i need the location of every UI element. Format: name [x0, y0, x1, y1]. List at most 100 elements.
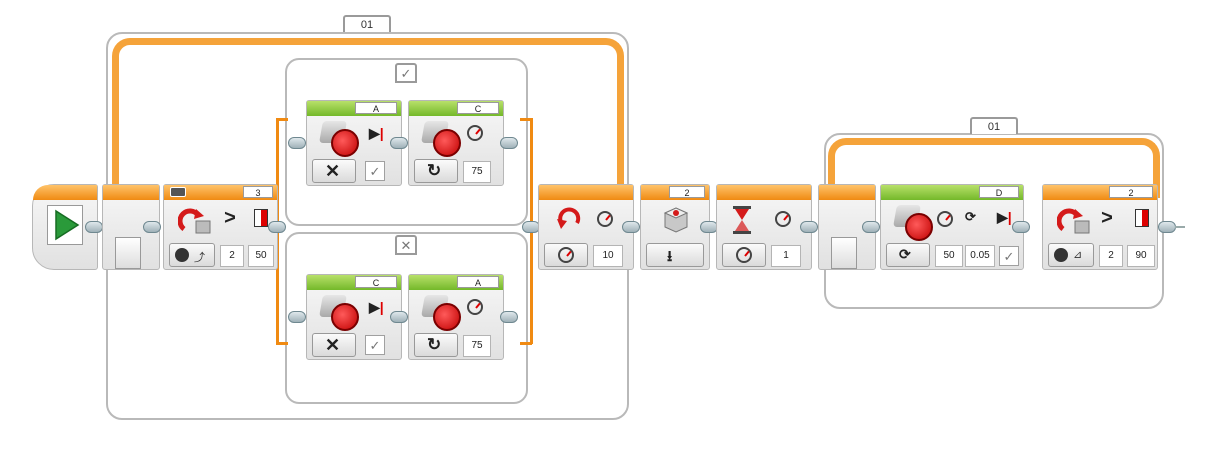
gyro-threshold-value[interactable]: 50 — [248, 245, 274, 267]
start-block[interactable] — [32, 184, 98, 270]
gyro-wait2-out-plug[interactable] — [1158, 221, 1176, 233]
off-mode-icon: ✕ — [325, 161, 341, 181]
true-motor2-power[interactable]: 75 — [463, 161, 491, 183]
switch-rail-right-top — [520, 118, 532, 121]
rate-mode-icon — [1054, 248, 1068, 262]
false-out-plug[interactable] — [500, 311, 518, 323]
motor-icon — [331, 303, 359, 331]
loop2-start-block — [818, 184, 876, 270]
timer-reset-mode[interactable] — [544, 243, 588, 267]
false-motor1-out-plug[interactable] — [390, 311, 408, 323]
wait-timer-out-plug[interactable] — [800, 221, 818, 233]
gyro-mode-selector[interactable]: ⤴ — [169, 243, 215, 267]
true-motor2-header: C — [409, 101, 503, 116]
motor-d-power[interactable]: 50 — [935, 245, 963, 267]
start-button-frame[interactable] — [47, 205, 83, 245]
false-motor2-power[interactable]: 75 — [463, 335, 491, 357]
switch-false-tab[interactable]: ✕ — [395, 235, 417, 255]
false-motor1-mode[interactable]: ✕ — [312, 333, 356, 357]
compare-symbol: > — [1101, 207, 1113, 229]
gyro-wait2-block: 2 > ⊿ 2 90 — [1042, 184, 1158, 270]
gyro-wait-header: 3 — [164, 185, 277, 200]
false-motor1-brake[interactable]: ✓ — [365, 335, 385, 355]
timer-icon — [597, 211, 613, 227]
sequence-end-wire — [1175, 226, 1185, 228]
switch-true-tab[interactable]: ✓ — [395, 63, 417, 83]
threshold-icon — [1135, 209, 1149, 227]
angle-mode-icon: ⊿ — [1073, 249, 1083, 261]
timer-reset-header — [539, 185, 633, 200]
loop-bar-1 — [112, 38, 624, 198]
hourglass-icon — [731, 205, 753, 235]
power-icon — [467, 125, 483, 141]
motor-d-out-plug[interactable] — [1012, 221, 1030, 233]
loop2-in-plug[interactable] — [862, 221, 880, 233]
true-motor1-block: A ▶| ✕ ✓ — [306, 100, 402, 186]
true-in-plug[interactable] — [288, 137, 306, 149]
false-motor2-header: A — [409, 275, 503, 290]
false-motor2-block: A ↻ 75 — [408, 274, 504, 360]
wait-timer-header — [717, 185, 811, 200]
false-motor2-port[interactable]: A — [457, 276, 499, 288]
timer-reset-out-plug[interactable] — [622, 221, 640, 233]
true-out-plug[interactable] — [500, 137, 518, 149]
loop-label-1[interactable]: 01 — [343, 15, 391, 32]
true-motor1-port[interactable]: A — [355, 102, 397, 114]
timer-reset-block: 10 — [538, 184, 634, 270]
true-motor1-brake[interactable]: ✓ — [365, 161, 385, 181]
gyro-wait-out-plug[interactable] — [268, 221, 286, 233]
play-icon — [55, 209, 80, 241]
gyro-sensor-port-icon — [170, 187, 186, 197]
motor-d-block: D ⟳ ▶| ⟳ 50 0.05 ✓ — [880, 184, 1024, 270]
rotations-icon: ⟳ — [965, 209, 976, 224]
gyro2-threshold-value[interactable]: 90 — [1127, 245, 1155, 267]
gyro2-compare-value[interactable]: 2 — [1099, 245, 1123, 267]
timer-mode-icon — [558, 247, 574, 263]
power-icon — [937, 211, 953, 227]
brick-block-port[interactable]: 2 — [669, 186, 705, 198]
start-output-plug[interactable] — [85, 221, 103, 233]
stop-icon: ▶| — [369, 125, 384, 141]
loop-label-2[interactable]: 01 — [970, 117, 1018, 134]
motor-d-header: D — [881, 185, 1023, 200]
switch-rail-left-top — [276, 118, 288, 121]
motor-d-port[interactable]: D — [979, 186, 1019, 198]
loop1-mode-selector[interactable] — [115, 237, 141, 269]
false-motor2-mode[interactable]: ↻ — [414, 333, 458, 357]
rate-mode-icon — [175, 248, 189, 262]
loop1-start-header — [103, 185, 159, 200]
motor-d-brake[interactable]: ✓ — [999, 246, 1019, 266]
on-mode-icon: ↻ — [427, 161, 442, 180]
false-motor1-block: C ▶| ✕ ✓ — [306, 274, 402, 360]
true-motor2-port[interactable]: C — [457, 102, 499, 114]
true-motor1-header: A — [307, 101, 401, 116]
gyro-compare-value[interactable]: 2 — [220, 245, 244, 267]
motor-icon — [433, 303, 461, 331]
loop1-in-plug[interactable] — [143, 221, 161, 233]
wait-timer-block: 1 — [716, 184, 812, 270]
gyro2-mode-selector[interactable]: ⊿ — [1048, 243, 1094, 267]
true-motor1-mode[interactable]: ✕ — [312, 159, 356, 183]
loop2-mode-selector[interactable] — [831, 237, 857, 269]
true-motor2-mode[interactable]: ↻ — [414, 159, 458, 183]
wait-timer-mode[interactable] — [722, 243, 766, 267]
loop2-start-header — [819, 185, 875, 200]
on-mode-icon: ↻ — [427, 335, 442, 354]
gyro-sensor-icon — [177, 207, 212, 237]
false-motor1-port[interactable]: C — [355, 276, 397, 288]
brick-block-header: 2 — [641, 185, 709, 200]
threshold-icon — [254, 209, 268, 227]
off-mode-icon: ✕ — [325, 335, 341, 355]
gyro-wait-port[interactable]: 3 — [243, 186, 273, 198]
gyro-sensor-icon — [1056, 207, 1091, 237]
false-in-plug[interactable] — [288, 311, 306, 323]
motor-d-rotations[interactable]: 0.05 — [965, 245, 995, 267]
wait-timer-value[interactable]: 1 — [771, 245, 801, 267]
motor-icon — [433, 129, 461, 157]
true-motor1-out-plug[interactable] — [390, 137, 408, 149]
brick-block-mode[interactable]: ⭳ — [646, 243, 704, 267]
gyro-wait2-port[interactable]: 2 — [1109, 186, 1153, 198]
switch-false-frame — [285, 232, 528, 404]
motor-d-mode[interactable]: ⟳ — [886, 243, 930, 267]
timer-reset-value[interactable]: 10 — [593, 245, 623, 267]
